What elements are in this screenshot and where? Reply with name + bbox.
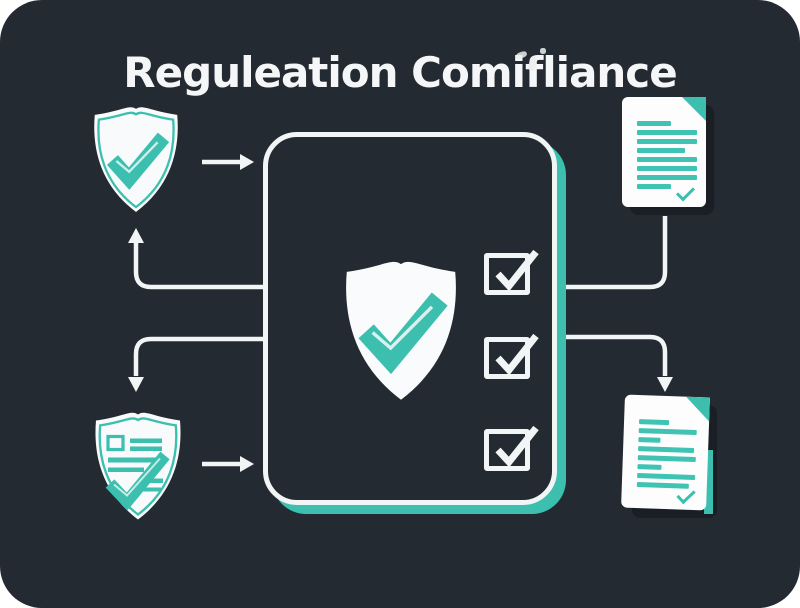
compliance-panel (263, 132, 557, 505)
document-page (622, 97, 706, 207)
shield-check-icon (94, 107, 178, 213)
document-text-lines (636, 419, 709, 489)
document-icon (621, 394, 717, 518)
title-glitch-artifact (540, 48, 546, 54)
document-text-lines (637, 121, 706, 189)
checklist-glyph (105, 434, 170, 511)
folded-corner-icon (685, 397, 710, 422)
document-icon (622, 97, 714, 215)
page-title: Reguleation Comifliance (123, 48, 677, 97)
checkbox-checked-icon (484, 333, 539, 379)
document-page (621, 394, 710, 511)
document-teal-edge (704, 450, 713, 514)
shield-check-icon (346, 261, 456, 400)
shield-checklist-icon (95, 412, 181, 520)
checkbox-checked-icon (484, 249, 539, 295)
folded-corner-icon (682, 97, 706, 121)
checkbox-checked-icon (484, 425, 539, 471)
